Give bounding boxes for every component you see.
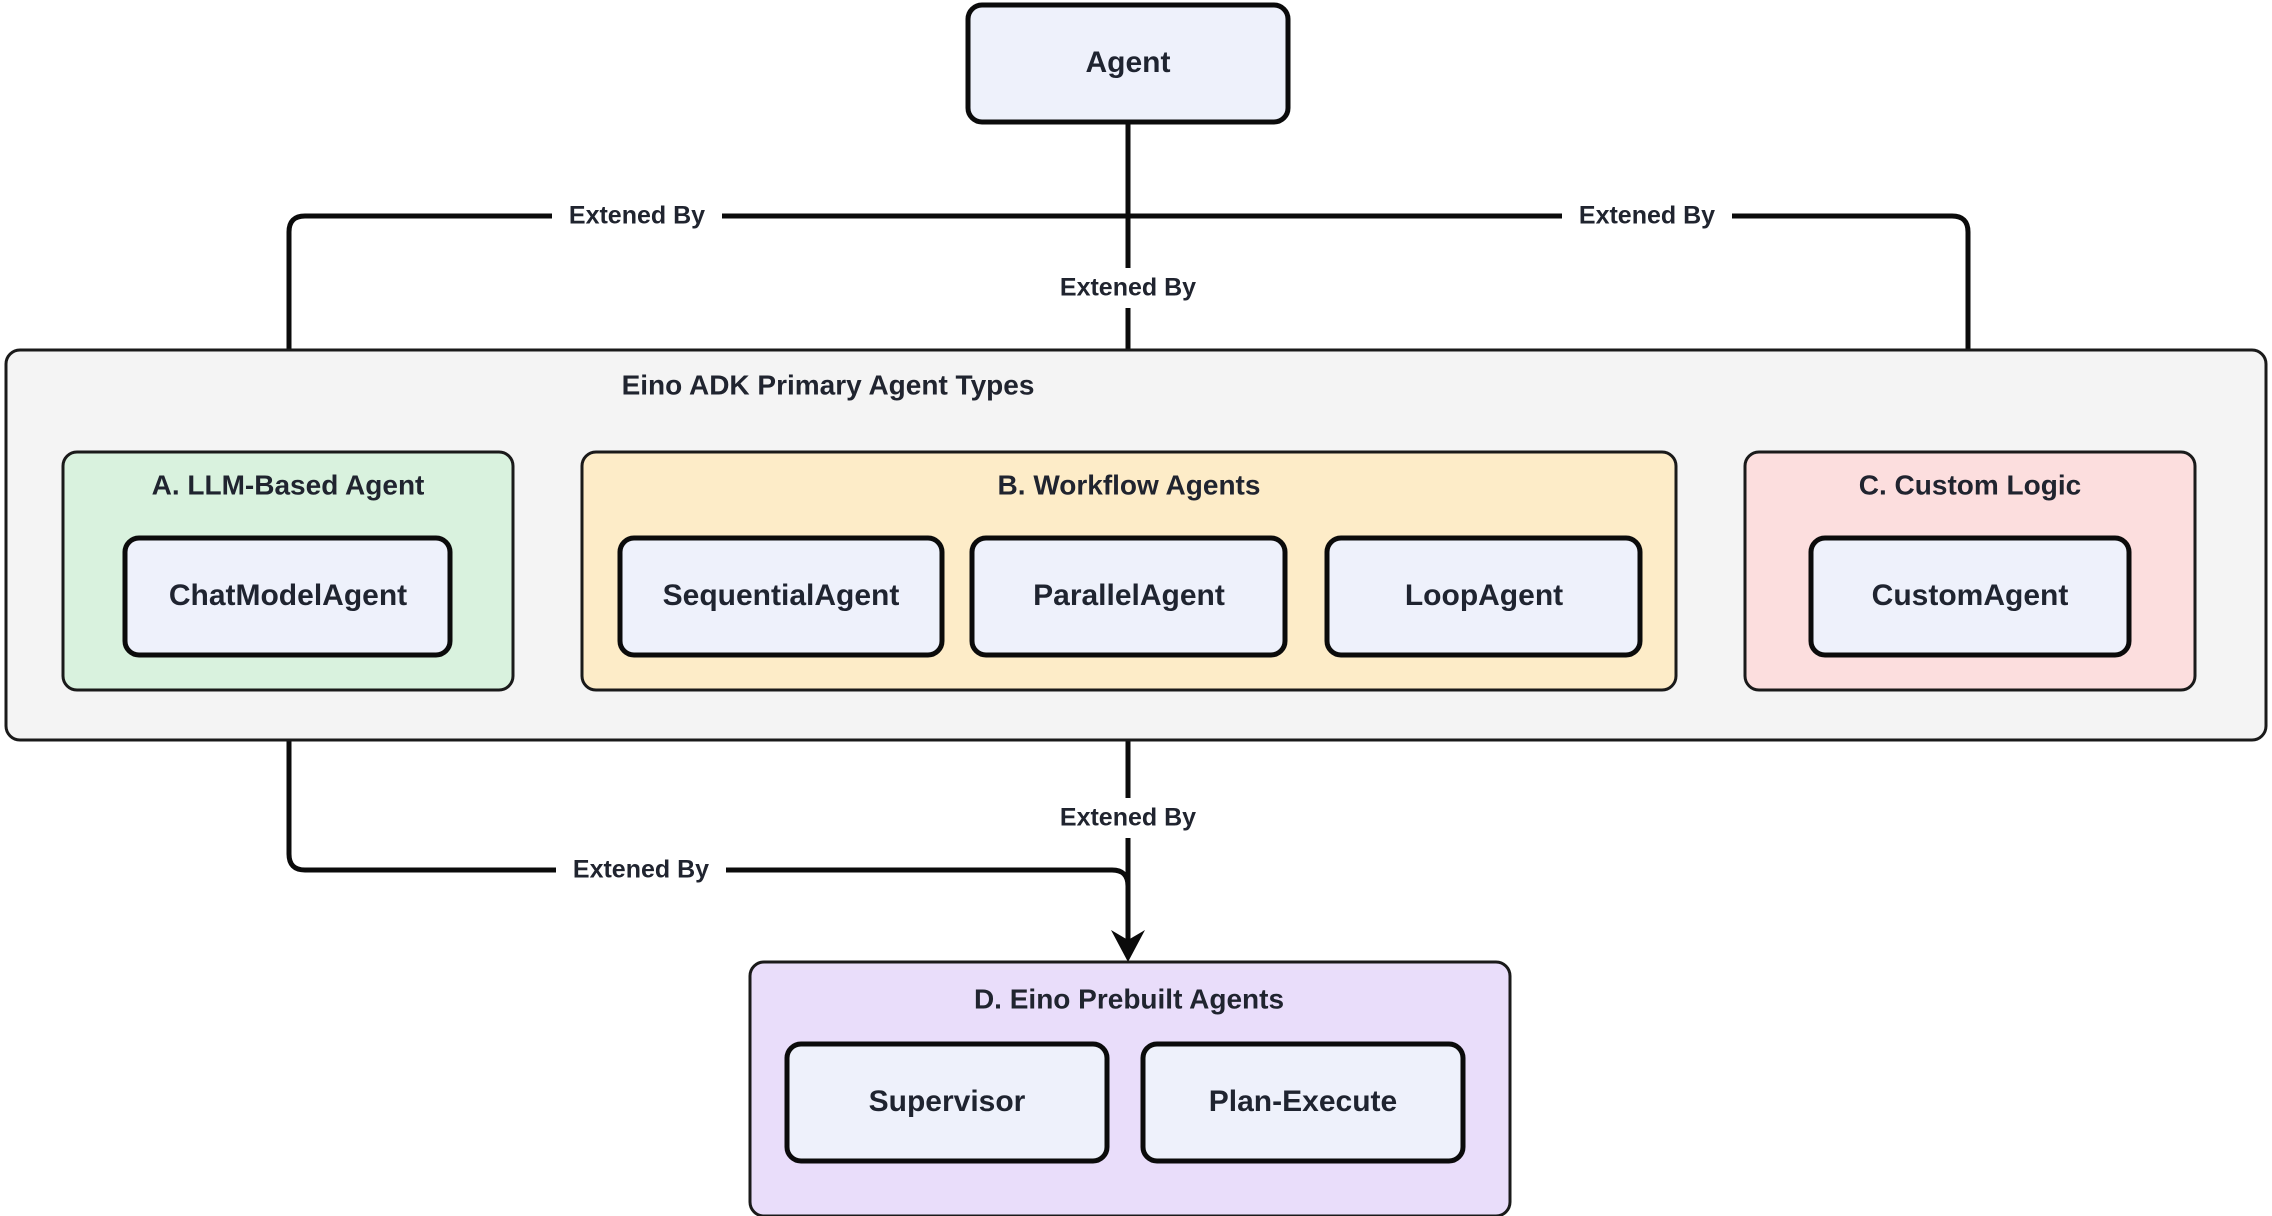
node-sequential-agent-box[interactable] xyxy=(617,535,945,658)
edge-label-bg-4 xyxy=(556,850,726,890)
cluster-custom-logic: C. Custom Logic CustomAgent xyxy=(1743,450,2197,692)
node-plan-execute-label: Plan-Execute xyxy=(1209,1085,1397,1118)
edge-labels-layer: Extened By Extened By Extened By Extened… xyxy=(552,196,1732,890)
node-loop-agent-label: LoopAgent xyxy=(1405,579,1563,612)
node-custom-agent[interactable]: CustomAgent xyxy=(1808,535,2132,658)
node-supervisor-label: Supervisor xyxy=(869,1085,1026,1118)
node-agent-box[interactable] xyxy=(965,2,1291,125)
node-loop-agent-box[interactable] xyxy=(1324,535,1643,658)
node-supervisor-box[interactable] xyxy=(784,1041,1110,1164)
edge-label-agent-to-workflow: Extened By xyxy=(1060,274,1196,302)
node-agent[interactable]: Agent xyxy=(965,2,1291,125)
edge-label-bg-3 xyxy=(1043,268,1213,308)
node-custom-agent-label: CustomAgent xyxy=(1872,579,2069,612)
node-supervisor[interactable]: Supervisor xyxy=(784,1041,1110,1164)
cluster-workflow-agents: B. Workflow Agents SequentialAgent Paral… xyxy=(580,450,1678,692)
node-parallel-agent-box[interactable] xyxy=(969,535,1288,658)
edge-label-bg-5 xyxy=(1043,798,1213,838)
node-chat-model-agent-box[interactable] xyxy=(122,535,453,658)
edge-label-workflow-to-prebuilt: Extened By xyxy=(1060,804,1196,832)
node-sequential-agent-label: SequentialAgent xyxy=(663,579,900,612)
edge-label-agent-to-llm: Extened By xyxy=(569,202,705,230)
node-loop-agent[interactable]: LoopAgent xyxy=(1324,535,1643,658)
arrowhead-to-prebuilt xyxy=(1111,930,1145,962)
edge-label-bg-1 xyxy=(552,196,722,236)
edge-label-llm-to-prebuilt: Extened By xyxy=(573,856,709,884)
node-plan-execute-box[interactable] xyxy=(1140,1041,1466,1164)
cluster-custom-logic-title: C. Custom Logic xyxy=(1859,469,2081,500)
edge-agent-to-llm xyxy=(286,213,1128,432)
edge-agent-to-custom xyxy=(1128,213,1971,432)
cluster-primary-agent-types-title: Eino ADK Primary Agent Types xyxy=(622,369,1035,400)
node-parallel-agent-label: ParallelAgent xyxy=(1033,579,1225,612)
cluster-workflow-agents-title: B. Workflow Agents xyxy=(998,469,1261,500)
node-sequential-agent[interactable]: SequentialAgent xyxy=(617,535,945,658)
node-chat-model-agent-label: ChatModelAgent xyxy=(169,579,407,612)
cluster-prebuilt-agents-title: D. Eino Prebuilt Agents xyxy=(974,983,1284,1014)
node-chat-model-agent[interactable]: ChatModelAgent xyxy=(122,535,453,658)
node-agent-label: Agent xyxy=(1086,46,1171,79)
node-plan-execute[interactable]: Plan-Execute xyxy=(1140,1041,1466,1164)
cluster-prebuilt-agents: D. Eino Prebuilt Agents Supervisor Plan-… xyxy=(748,960,1512,1216)
node-parallel-agent[interactable]: ParallelAgent xyxy=(969,535,1288,658)
cluster-llm-based-agent-title: A. LLM-Based Agent xyxy=(152,469,425,500)
node-custom-agent-box[interactable] xyxy=(1808,535,2132,658)
cluster-llm-based-agent: A. LLM-Based Agent ChatModelAgent xyxy=(61,450,515,692)
edge-label-bg-2 xyxy=(1562,196,1732,236)
edge-label-agent-to-custom: Extened By xyxy=(1579,202,1715,230)
